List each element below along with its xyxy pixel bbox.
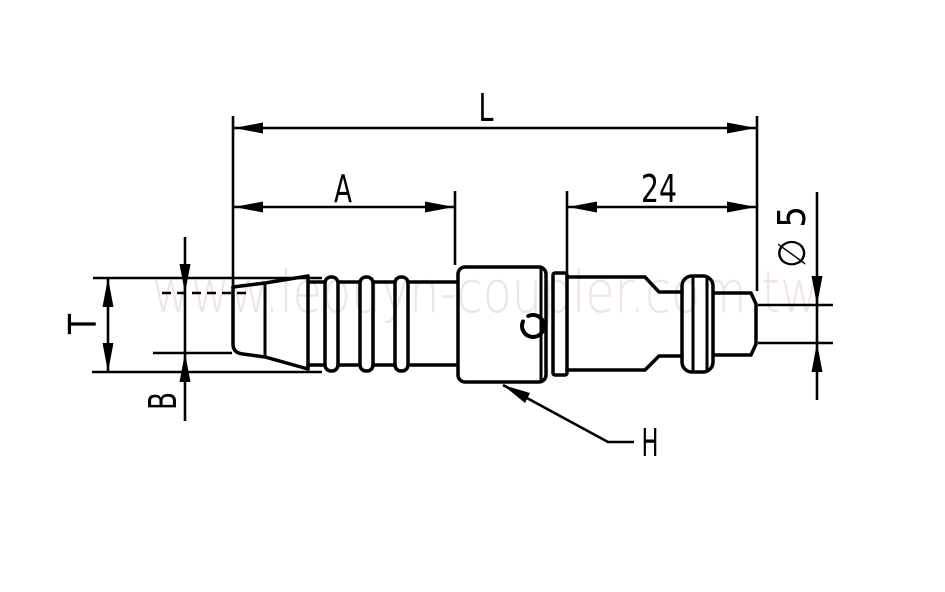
arrowhead	[568, 201, 597, 213]
barb-rib	[393, 275, 410, 373]
arrowhead	[234, 201, 263, 213]
arrowhead	[425, 201, 454, 213]
dim-label-H: H	[642, 421, 659, 465]
arrowhead	[179, 264, 191, 293]
dim-label-L: L	[479, 86, 494, 130]
plug-bead	[680, 274, 715, 374]
arrowhead	[503, 385, 530, 403]
dim-label-24: 24	[641, 167, 677, 211]
arrowhead	[811, 343, 823, 372]
part-outline	[231, 265, 758, 384]
shoulder-bottom-edge	[565, 354, 684, 372]
dimension-labels: L A 24 T B ∅ 5 H	[61, 86, 814, 465]
nose-outline	[711, 291, 758, 357]
barb-rib	[358, 275, 375, 373]
barb-rib	[323, 275, 340, 373]
arrowhead	[727, 122, 756, 134]
arrowhead	[179, 353, 191, 382]
dimension-lines	[92, 116, 833, 444]
hex-pin-hole	[520, 312, 546, 339]
collar-band	[551, 271, 569, 377]
arrowhead	[102, 278, 114, 307]
dim-label-B: B	[141, 392, 185, 410]
arrowhead	[727, 201, 756, 213]
dim-label-T: T	[61, 313, 105, 335]
arrowhead	[234, 122, 263, 134]
hex-body	[456, 265, 548, 384]
leader-line-H	[502, 383, 634, 444]
tail-tip-outline	[231, 285, 310, 371]
arrowhead	[811, 276, 823, 305]
dim-label-dia5: ∅ 5	[770, 206, 814, 268]
arrowhead	[102, 343, 114, 372]
dim-label-A: A	[334, 167, 352, 211]
shoulder-top-edge	[565, 275, 684, 294]
